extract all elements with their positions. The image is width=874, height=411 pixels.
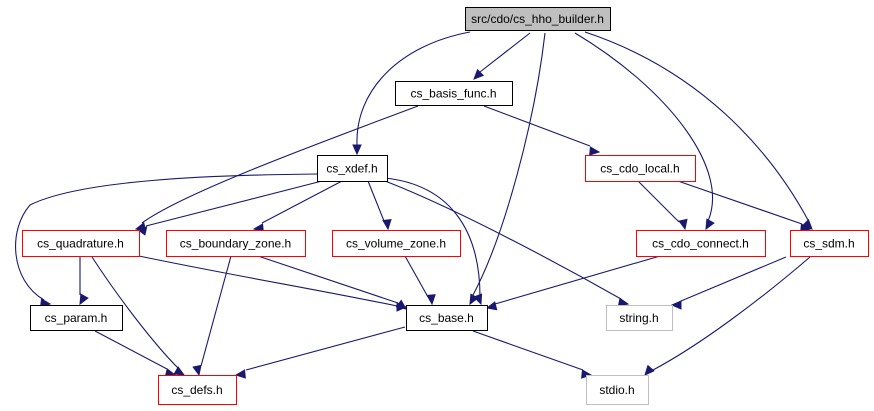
node-label: cs_volume_zone.h xyxy=(346,237,446,251)
node-box xyxy=(395,81,513,106)
edge-param-to-defs xyxy=(94,330,177,378)
arrowhead xyxy=(589,146,601,156)
arrowhead xyxy=(135,226,148,236)
arrowhead xyxy=(473,293,483,306)
arrowhead xyxy=(426,294,436,306)
node-box xyxy=(22,230,140,257)
edge-base-to-defs xyxy=(234,326,406,379)
node-defs[interactable]: cs_defs.h xyxy=(158,375,237,405)
arrowhead xyxy=(617,297,630,307)
node-param[interactable]: cs_param.h xyxy=(30,305,123,331)
edge-quadrature-to-param xyxy=(79,257,89,306)
node-label: string.h xyxy=(619,311,658,325)
nodes-layer: src/cdo/cs_hho_builder.h cs_basis_func.hc… xyxy=(22,7,869,405)
edge-hho_builder-to-cdo_connect xyxy=(574,32,715,231)
edge-hho_builder-to-base xyxy=(469,32,546,306)
arrowhead xyxy=(192,364,202,377)
node-cdo-connect[interactable]: cs_cdo_connect.h xyxy=(636,230,766,257)
node-label: cs_xdef.h xyxy=(326,162,377,176)
node-box xyxy=(158,375,237,405)
edge-xdef-to-volume_zone xyxy=(367,180,392,231)
edge-boundary_zone-to-defs xyxy=(192,255,232,377)
arrowhead xyxy=(234,369,246,379)
edge-quadrature-to-defs xyxy=(91,256,186,376)
edge-hho_builder-to-xdef xyxy=(352,31,471,156)
node-box xyxy=(332,230,461,257)
arrowhead xyxy=(382,219,392,231)
edge-base-to-stdio xyxy=(472,330,593,379)
node-volume-zone[interactable]: cs_volume_zone.h xyxy=(332,230,461,257)
node-base[interactable]: cs_base.h xyxy=(406,305,488,331)
node-label: stdio.h xyxy=(599,383,634,397)
edge-sdm-to-stdio xyxy=(644,256,811,376)
arrowhead xyxy=(352,144,362,156)
node-box xyxy=(166,230,306,257)
node-box xyxy=(30,305,123,331)
node-boundary-zone[interactable]: cs_boundary_zone.h xyxy=(166,230,306,257)
edge-hho_builder-to-sdm xyxy=(584,31,813,230)
node-sdm[interactable]: cs_sdm.h xyxy=(790,230,869,257)
edge-sdm-to-string xyxy=(670,256,787,310)
node-label: cs_quadrature.h xyxy=(37,237,124,251)
node-label: cs_param.h xyxy=(45,311,108,325)
edge-hho_builder-to-basis_func xyxy=(473,32,531,80)
arrowhead xyxy=(396,302,408,312)
node-label: src/cdo/cs_hho_builder.h xyxy=(471,12,604,26)
edge-cdo_local-to-cdo_connect xyxy=(637,180,688,231)
node-label: cs_defs.h xyxy=(171,383,222,397)
node-box xyxy=(585,155,696,182)
node-box xyxy=(406,305,488,331)
edge-boundary_zone-to-base xyxy=(257,255,408,312)
edge-xdef-to-boundary_zone xyxy=(252,180,343,233)
arrowhead xyxy=(644,364,655,376)
node-xdef[interactable]: cs_xdef.h xyxy=(317,155,388,182)
node-box xyxy=(317,155,388,182)
arrowhead xyxy=(670,300,682,310)
arrowhead xyxy=(79,293,89,306)
node-stdio: stdio.h xyxy=(586,375,649,405)
node-quadrature[interactable]: cs_quadrature.h xyxy=(22,230,140,257)
node-label: cs_basis_func.h xyxy=(410,87,496,101)
edge-quadrature-to-base xyxy=(138,255,407,310)
node-box xyxy=(790,230,869,257)
edge-xdef-to-base xyxy=(384,177,483,306)
node-hho-builder[interactable]: src/cdo/cs_hho_builder.h xyxy=(465,7,611,31)
edge-volume_zone-to-base xyxy=(404,255,436,306)
arrowhead xyxy=(469,293,479,306)
node-label: cs_boundary_zone.h xyxy=(180,237,291,251)
node-box xyxy=(606,305,673,331)
node-box xyxy=(636,230,766,257)
node-label: cs_cdo_connect.h xyxy=(652,237,749,251)
node-string: string.h xyxy=(606,305,673,331)
arrowhead xyxy=(705,218,715,231)
edge-xdef-to-quadrature xyxy=(135,180,323,236)
edge-basis_func-to-cdo_local xyxy=(483,105,601,156)
node-label: cs_cdo_local.h xyxy=(600,162,679,176)
node-basis-func[interactable]: cs_basis_func.h xyxy=(395,81,513,106)
node-box xyxy=(586,375,649,405)
edge-cdo_local-to-sdm xyxy=(674,179,812,233)
arrowhead xyxy=(678,218,688,231)
arrowhead xyxy=(485,301,498,311)
node-cdo-local[interactable]: cs_cdo_local.h xyxy=(585,155,696,182)
node-label: cs_sdm.h xyxy=(803,237,854,251)
node-box xyxy=(465,7,611,31)
arrowhead xyxy=(173,366,186,376)
node-label: cs_base.h xyxy=(419,311,474,325)
edge-cdo_connect-to-base xyxy=(485,255,661,311)
arrowhead xyxy=(473,68,485,80)
